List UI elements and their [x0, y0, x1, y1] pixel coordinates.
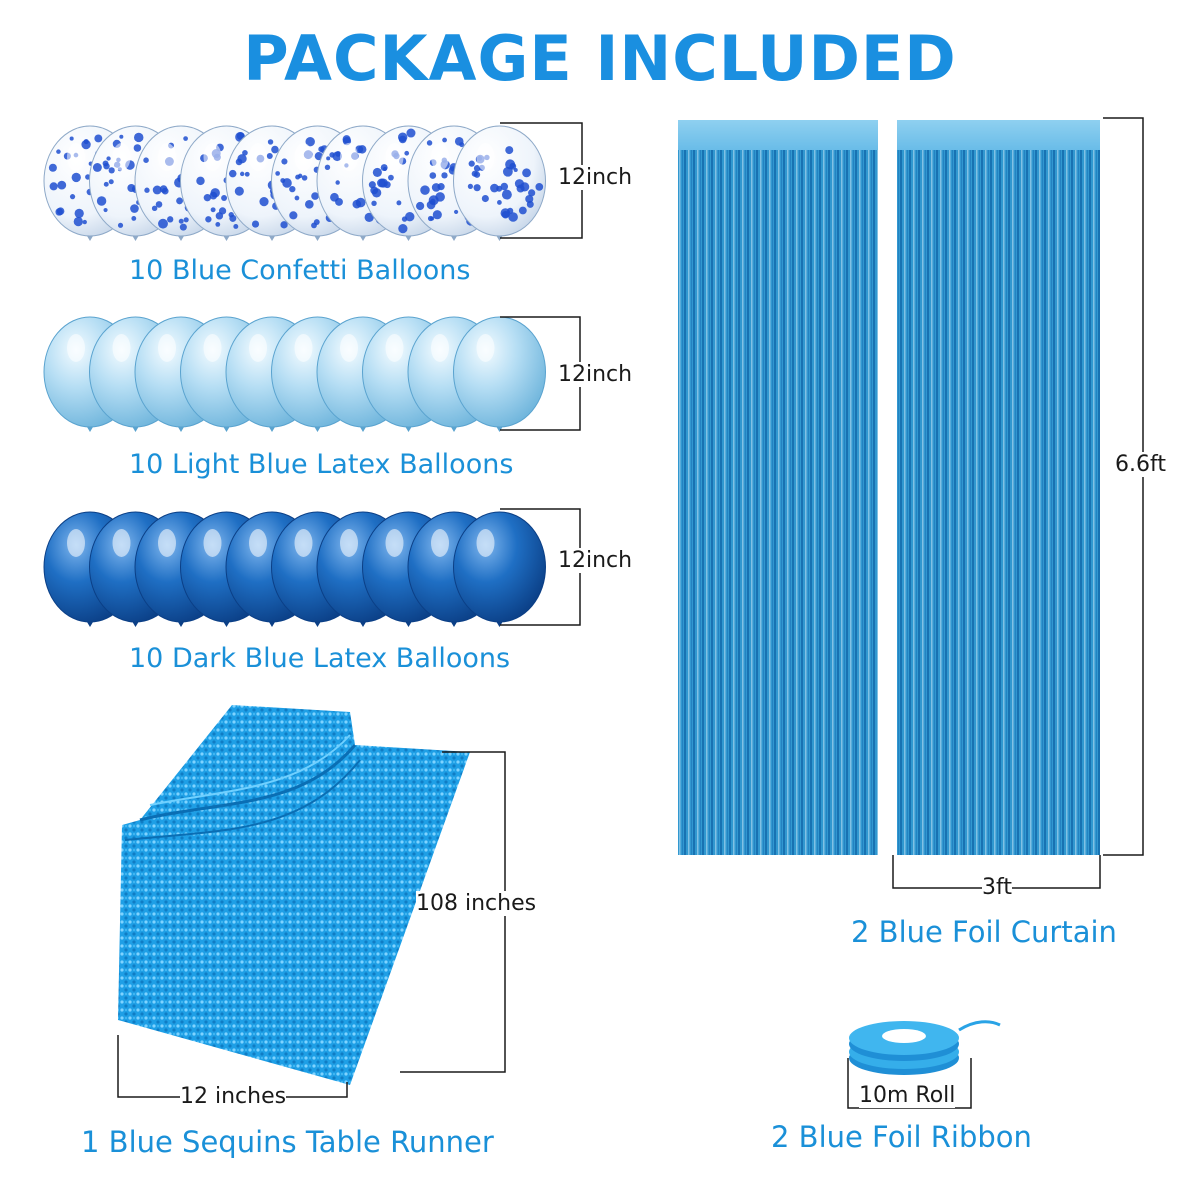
dark-blue-balloons-caption: 10 Dark Blue Latex Balloons	[129, 643, 511, 674]
runner-width-label: 12 inches	[180, 1084, 287, 1109]
confetti-balloons	[43, 125, 546, 241]
balloon	[453, 511, 546, 627]
confetti-size-label: 12inch	[558, 165, 633, 190]
foil-ribbon	[849, 1020, 1001, 1075]
curtain-width-label: 3ft	[982, 875, 1012, 900]
foil-curtain-right	[897, 120, 1100, 855]
light-blue-balloons	[43, 316, 546, 432]
ribbon-roll-label: 10m Roll	[859, 1083, 956, 1108]
foil-curtain-caption: 2 Blue Foil Curtain	[851, 915, 1117, 949]
confetti-balloons-caption: 10 Blue Confetti Balloons	[129, 255, 471, 286]
ribbon-size-bracket	[847, 1058, 972, 1109]
table-runner-caption: 1 Blue Sequins Table Runner	[81, 1125, 494, 1159]
curtain-height-label: 6.6ft	[1115, 452, 1166, 477]
dark-blue-size-label: 12inch	[558, 548, 633, 573]
dark-blue-balloons	[43, 511, 546, 627]
balloon	[453, 316, 546, 432]
runner-length-label: 108 inches	[416, 891, 537, 916]
foil-curtain-left	[678, 120, 878, 855]
page-title: PACKAGE INCLUDED	[243, 22, 957, 95]
sequin-table-runner	[118, 705, 470, 1085]
foil-curtains	[678, 120, 1100, 855]
light-blue-size-label: 12inch	[558, 362, 633, 387]
light-blue-balloons-caption: 10 Light Blue Latex Balloons	[129, 449, 514, 480]
balloon	[453, 125, 546, 241]
foil-ribbon-caption: 2 Blue Foil Ribbon	[771, 1120, 1032, 1154]
